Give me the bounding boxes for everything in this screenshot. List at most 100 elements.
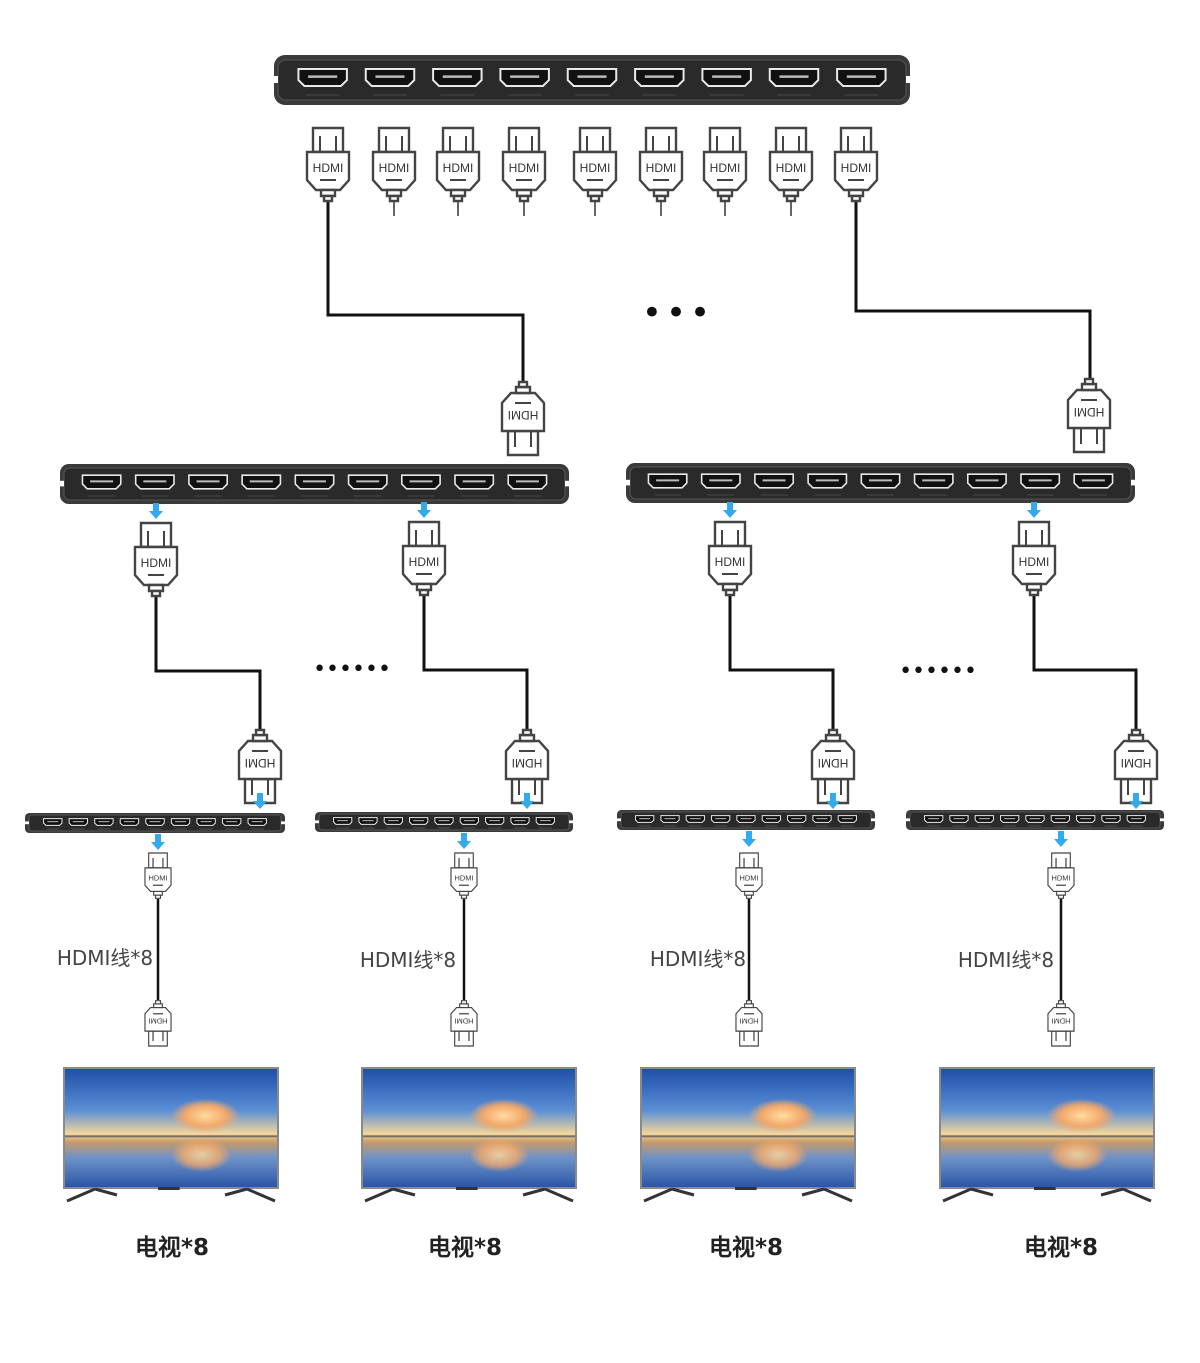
- arrow-down-icon: [417, 510, 431, 518]
- hdmi-plug-tv-in-2: HDMI: [450, 1000, 478, 1047]
- plug-head: [839, 126, 873, 154]
- plug-head: [407, 520, 441, 548]
- horizon: [642, 1135, 854, 1138]
- cloud-reflection: [1047, 1137, 1108, 1172]
- arrow-l3-in-3: [826, 793, 840, 809]
- connectors-layer: HDMI HDMI HDMI HDMI HDMI HDMI HDMI HDMI HDMI HDMI…: [133, 126, 1159, 1047]
- plug-tail: [745, 1000, 753, 1005]
- hdmi-plug-l2-out-2: HDMI: [401, 520, 447, 597]
- plug-body: [833, 150, 879, 192]
- plug-head: [148, 1030, 168, 1047]
- plug-neck: [459, 1003, 469, 1009]
- arrow-down-icon: [520, 801, 534, 809]
- plug-tail: [517, 380, 529, 389]
- tv-logo-bar: [158, 1187, 180, 1190]
- splitter-level2b: [625, 463, 1136, 503]
- arrow-down-icon: [1129, 801, 1143, 809]
- plug-head: [311, 126, 345, 154]
- arrow-down-icon: [742, 839, 756, 847]
- arrow-down-icon: [723, 510, 737, 518]
- cloud: [1047, 1098, 1117, 1133]
- plug-neck: [518, 733, 536, 743]
- plug-body: [1011, 544, 1057, 586]
- text-layer: ••• •••••• •••••• HDMI线*8 HDMI线*8 HDMI线*…: [57, 293, 1098, 1261]
- plug-head: [708, 126, 742, 154]
- hdmi-plug-top-6: HDMI: [638, 126, 684, 203]
- plug-body: [305, 150, 351, 192]
- hdmi-label: HDMI: [454, 1017, 473, 1026]
- plug-tail: [521, 728, 533, 737]
- hdmi-plug-tv-in-1: HDMI: [144, 1000, 172, 1047]
- plug-neck: [415, 582, 433, 592]
- tv-label-2: 电视*8: [428, 1234, 502, 1261]
- hdmi-label: HDMI: [818, 756, 849, 770]
- cable-label-1: HDMI线*8: [57, 946, 153, 970]
- hdmi-plug-top-2: HDMI: [371, 126, 417, 203]
- tv-stand-right: [801, 1187, 853, 1203]
- cable-l2-to-l3-2: [422, 594, 529, 730]
- tv-label-4: 电视*8: [1024, 1234, 1098, 1261]
- hdmi-plug-l2-out-4: HDMI: [1011, 520, 1057, 597]
- splitter-level3-4: [905, 810, 1165, 830]
- arrow-down-icon: [151, 842, 165, 850]
- tv-logo-bar: [1034, 1187, 1056, 1190]
- plug-tail: [785, 194, 797, 203]
- arrow-l3-in-1: [253, 793, 267, 809]
- plug-neck: [514, 385, 532, 395]
- plug-head: [1072, 426, 1106, 454]
- hdmi-label: HDMI: [710, 161, 741, 175]
- hdmi-label: HDMI: [148, 873, 167, 882]
- hdmi-label: HDMI: [580, 161, 611, 175]
- tv-2: [361, 1067, 577, 1203]
- hdmi-label: HDMI: [313, 161, 344, 175]
- plug-tail: [322, 194, 334, 203]
- hdmi-label: HDMI: [1051, 1017, 1070, 1026]
- plug-head: [739, 852, 759, 869]
- horizon: [941, 1135, 1153, 1138]
- plug-tail: [745, 894, 753, 899]
- tv-stand-left: [643, 1187, 695, 1203]
- tv-screen: [941, 1069, 1153, 1187]
- splitter-notch-right: [871, 818, 876, 822]
- hdmi-plug-l2-out-3: HDMI: [707, 520, 753, 597]
- arrow-down-icon: [457, 841, 471, 849]
- hdmi-plug-top-7: HDMI: [702, 126, 748, 203]
- cable-l1-to-l2a: [326, 200, 525, 385]
- tv-4: [939, 1067, 1155, 1203]
- cable-l2-to-l3-3: [728, 594, 835, 730]
- plug-head: [454, 852, 474, 869]
- tv-stand-right: [522, 1187, 574, 1203]
- cloud: [469, 1098, 539, 1133]
- plug-tail: [460, 1000, 468, 1005]
- cable-label-3: HDMI线*8: [650, 947, 746, 971]
- ellipsis-mid-right: ••••••: [899, 659, 977, 684]
- plug-head: [578, 126, 612, 154]
- tv-stand-left: [942, 1187, 994, 1203]
- plug-body: [810, 739, 856, 781]
- plug-neck: [459, 890, 469, 896]
- plug-tail: [850, 194, 862, 203]
- plug-body: [707, 544, 753, 586]
- plug-body: [435, 150, 481, 192]
- plug-neck: [449, 188, 467, 198]
- arrows-layer: [149, 502, 1143, 850]
- arrow-down-icon: [1027, 510, 1041, 518]
- hdmi-plug-l3-out-4: HDMI: [1047, 852, 1075, 899]
- plug-body: [133, 545, 179, 587]
- hdmi-label: HDMI: [1051, 873, 1070, 882]
- splitter-notch-right: [281, 821, 286, 825]
- arrow-l2-out-4: [1027, 502, 1041, 518]
- plug-head: [774, 126, 808, 154]
- hdmi-plug-top-3: HDMI: [435, 126, 481, 203]
- arrow-l3-out-1: [151, 834, 165, 850]
- hdmi-plug-l3-out-2: HDMI: [450, 852, 478, 899]
- hdmi-label: HDMI: [715, 555, 746, 569]
- hdmi-plug-l3-out-1: HDMI: [144, 852, 172, 899]
- plug-body: [450, 1006, 478, 1032]
- hdmi-plug-l2-out-1: HDMI: [133, 521, 179, 598]
- hdmi-label: HDMI: [776, 161, 807, 175]
- splitter-notch-right: [1131, 479, 1136, 486]
- plug-head: [713, 520, 747, 548]
- horizon: [65, 1135, 277, 1138]
- arrow-l2-out-1: [149, 503, 163, 519]
